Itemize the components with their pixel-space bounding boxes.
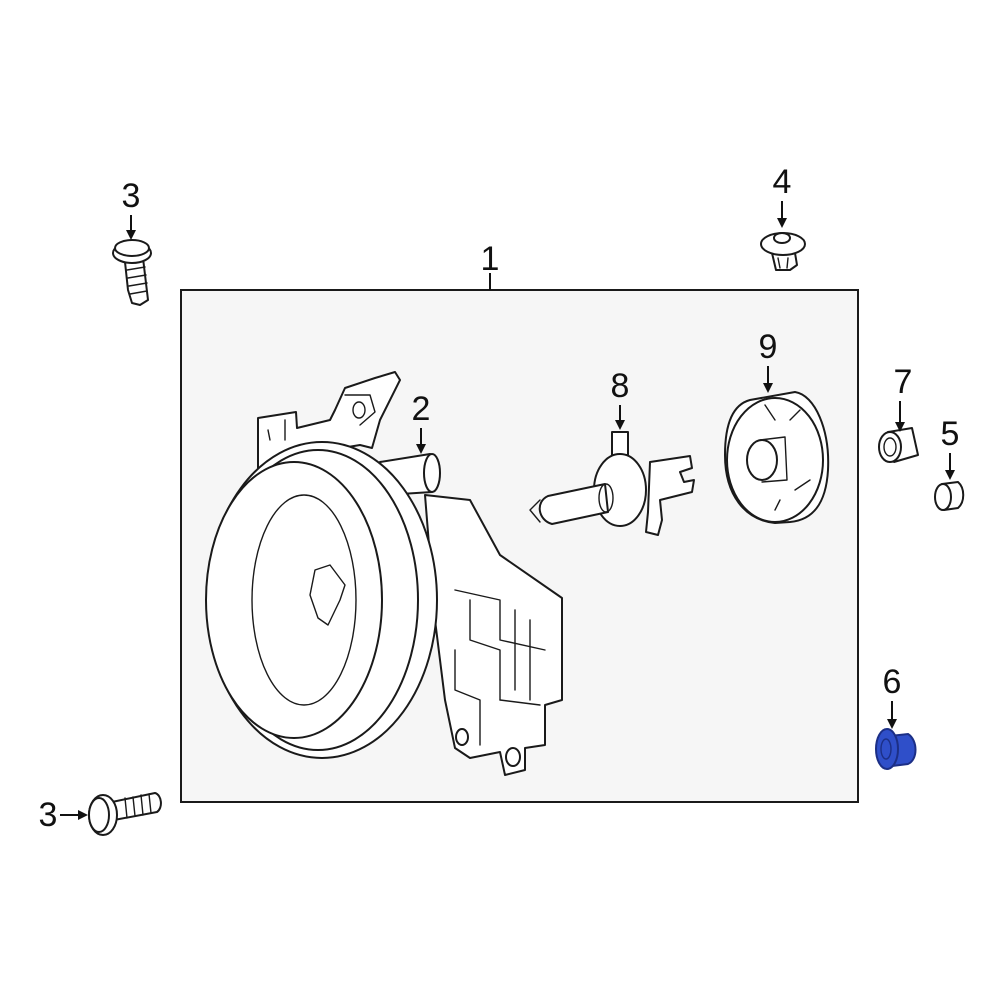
bushing[interactable] [878, 427, 919, 463]
grommet-nut-highlighted[interactable] [875, 728, 917, 770]
callout-2[interactable]: 2 [412, 390, 431, 428]
callout-8[interactable]: 8 [611, 367, 630, 405]
callout-4[interactable]: 4 [773, 163, 792, 201]
callout-5-group: 5 [941, 415, 960, 480]
callout-4-group: 4 [773, 163, 792, 228]
callout-5[interactable]: 5 [941, 415, 960, 453]
screw-bottom[interactable] [88, 792, 162, 836]
push-clip[interactable] [760, 232, 806, 271]
callout-6-group: 6 [883, 663, 902, 729]
callout-8-group: 8 [611, 367, 630, 430]
bulb-cover-cap[interactable] [724, 391, 830, 524]
fog-lamp-housing[interactable] [205, 371, 563, 776]
callout-2-group: 2 [412, 390, 431, 454]
screw-top[interactable] [112, 239, 152, 306]
callout-1[interactable]: 1 [481, 240, 500, 278]
callout-9[interactable]: 9 [759, 328, 778, 366]
callout-3-bottom-group: 3 [39, 796, 88, 834]
bulb[interactable] [529, 431, 695, 536]
grommet[interactable] [934, 481, 965, 511]
callout-3-top[interactable]: 3 [122, 177, 141, 215]
callout-3-bottom[interactable]: 3 [39, 796, 58, 834]
callout-7[interactable]: 7 [894, 363, 913, 401]
callout-3-top-group: 3 [122, 177, 141, 240]
callout-7-group: 7 [894, 363, 913, 432]
callout-6[interactable]: 6 [883, 663, 902, 701]
callout-9-group: 9 [759, 328, 778, 393]
